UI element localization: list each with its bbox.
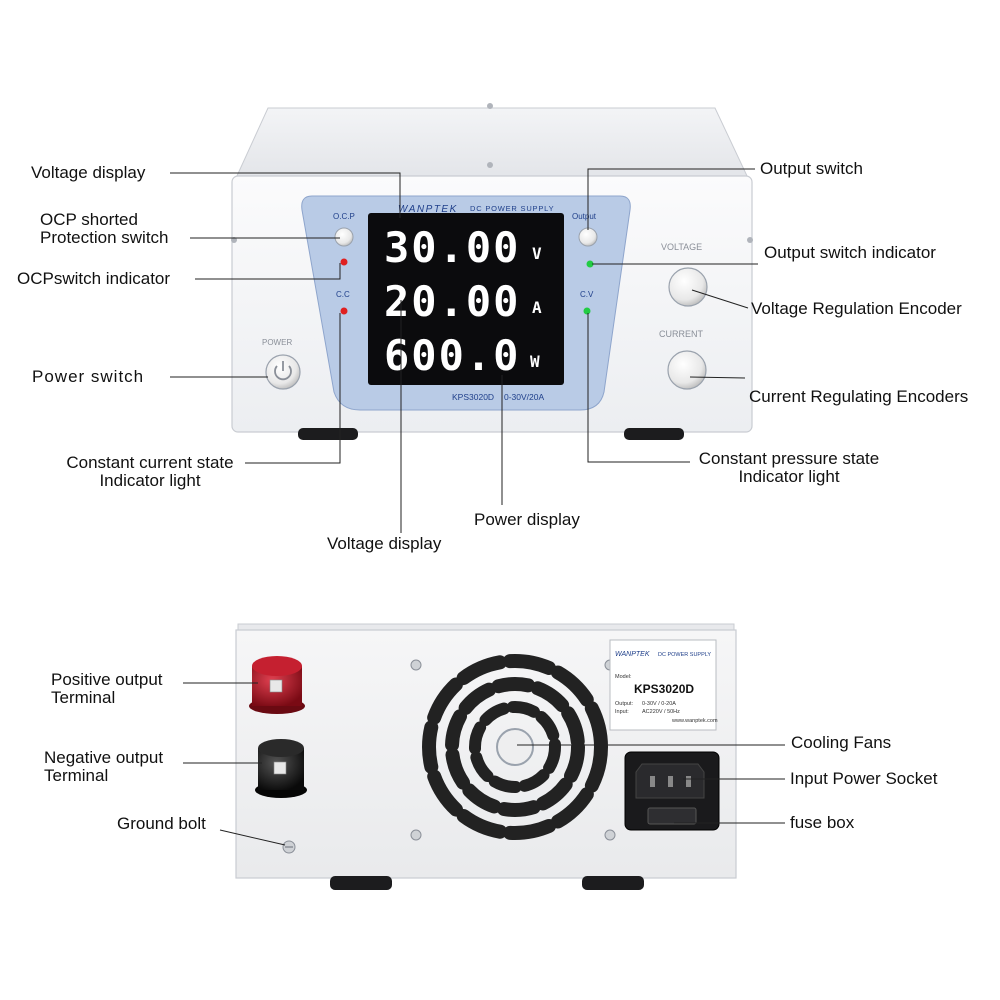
nameplate: WANPTEK DC POWER SUPPLY Model: KPS3020D … <box>609 639 718 731</box>
output-label: Output <box>572 212 597 221</box>
front-unit: WANPTEK DC POWER SUPPLY 30.00 V 20.00 A … <box>231 103 753 440</box>
nameplate-input: AC220V / 50Hz <box>642 709 680 715</box>
display-window <box>368 213 564 385</box>
label-fuse-box: fuse box <box>790 813 855 832</box>
case-top <box>235 107 749 179</box>
ocp-led <box>340 258 348 266</box>
nameplate-model-label: Model: <box>615 674 632 680</box>
power-readout: 600.0 <box>384 331 520 380</box>
rear-foot-left <box>330 876 392 890</box>
nameplate-model: KPS3020D <box>634 682 694 696</box>
voltage-unit: V <box>532 244 542 263</box>
current-unit: A <box>532 298 542 317</box>
nameplate-output-label: Output: <box>615 701 634 707</box>
output-led <box>586 260 594 268</box>
front-foot-left <box>298 428 358 440</box>
voltage-knob-label: VOLTAGE <box>661 242 702 252</box>
label-voltage-regulation-encoder: Voltage Regulation Encoder <box>751 299 962 318</box>
brand-logo: WANPTEK <box>398 204 458 215</box>
label-input-power-socket: Input Power Socket <box>790 769 938 788</box>
rear-foot-right <box>582 876 644 890</box>
nameplate-subtitle: DC POWER SUPPLY <box>658 652 711 658</box>
cc-led <box>340 307 348 315</box>
nameplate-brand: WANPTEK <box>615 651 650 658</box>
current-knob-label: CURRENT <box>659 329 704 339</box>
power-button[interactable] <box>265 354 301 390</box>
current-encoder[interactable] <box>667 350 707 390</box>
power-unit: W <box>530 352 540 371</box>
ocp-label: O.C.P <box>333 212 355 221</box>
rating-label: 0-30V/20A <box>504 392 544 402</box>
nameplate-input-label: Input: <box>615 709 629 715</box>
label-power-switch: Power switch <box>32 367 145 386</box>
output-button[interactable] <box>578 227 598 247</box>
label-power-display: Power display <box>474 510 580 529</box>
label-voltage-display-bottom: Voltage display <box>327 534 442 553</box>
nameplate-output: 0-30V / 0-20A <box>642 701 676 707</box>
label-voltage-display-top: Voltage display <box>31 163 146 182</box>
voltage-encoder[interactable] <box>668 267 708 307</box>
front-foot-right <box>624 428 684 440</box>
cooling-fan-grille <box>422 654 608 840</box>
power-icon <box>274 361 292 381</box>
nameplate-website: www.wanptek.com <box>671 718 718 724</box>
front-callout-lines <box>170 168 758 533</box>
model-label: KPS3020D <box>452 392 494 402</box>
rear-callout-lines <box>183 682 785 846</box>
cc-label: C.C <box>336 290 350 299</box>
cv-label: C.V <box>580 290 594 299</box>
positive-terminal[interactable] <box>249 656 305 714</box>
power-label: POWER <box>262 338 292 347</box>
current-readout: 20.00 <box>384 277 520 326</box>
rear-unit: WANPTEK DC POWER SUPPLY Model: KPS3020D … <box>235 623 737 890</box>
cv-led <box>583 307 591 315</box>
label-ground-bolt: Ground bolt <box>117 814 206 833</box>
label-cooling-fans: Cooling Fans <box>791 733 892 752</box>
ocp-button[interactable] <box>334 227 354 247</box>
label-output-switch-indicator: Output switch indicator <box>764 243 936 262</box>
fuse-box[interactable] <box>647 807 697 825</box>
label-ocp-switch-indicator: OCPswitch indicator <box>17 269 171 288</box>
voltage-readout: 30.00 <box>384 223 520 272</box>
label-output-switch: Output switch <box>760 159 863 178</box>
negative-terminal[interactable] <box>255 739 307 798</box>
subtitle-label: DC POWER SUPPLY <box>470 204 554 213</box>
label-current-regulating-encoders: Current Regulating Encoders <box>749 387 969 406</box>
